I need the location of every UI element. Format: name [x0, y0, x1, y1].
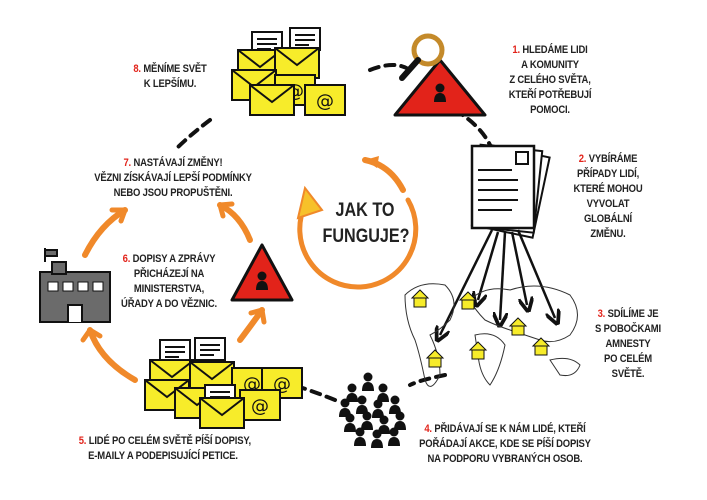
step-line-text: SVĚTĚ.: [611, 368, 645, 380]
step-line-text: VYBÍRÁME: [588, 153, 638, 165]
step-text-line: 2. VYBÍRÁME: [567, 152, 650, 167]
step-line-text: ÚŘADY A DO VĚZNIC.: [121, 298, 217, 310]
step-text-line: KTEŘÍ POTŘEBUJÍ: [498, 88, 601, 103]
step-text-line: 5. LIDÉ PO CELÉM SVĚTĚ PÍŠÍ DOPISY,: [78, 434, 251, 449]
step-text-line: GLOBÁLNÍ: [567, 212, 650, 227]
step-line-text: K LEPŠÍMU.: [143, 78, 197, 90]
step-text-line: 4. PŘIDÁVAJÍ SE K NÁM LIDÉ, KTEŘÍ: [419, 422, 591, 437]
step-line-text: POŘÁDAJÍ AKCE, KDE SE PÍŠÍ DOPISY: [419, 438, 591, 450]
step-line-text: MINISTERSTVA,: [133, 283, 205, 295]
step-5-text: 5. LIDÉ PO CELÉM SVĚTĚ PÍŠÍ DOPISY,E-MAI…: [78, 434, 251, 464]
step-line-text: PŘICHÁZEJÍ NA: [133, 268, 205, 280]
people-crowd-icon: [339, 372, 406, 448]
center-title-line: JAK TO: [335, 200, 395, 221]
amnesty-branch-houses: [411, 289, 550, 368]
step-text-line: ÚŘADY A DO VĚZNIC.: [114, 297, 224, 312]
step-line-text: KTERÉ MOHOU: [573, 183, 643, 195]
step-line-text: DOPISY A ZPRÁVY: [132, 253, 216, 265]
step-text-line: NEBO JSOU PROPUŠTĚNI.: [89, 186, 258, 201]
step-text-line: 8. MĚNÍME SVĚT: [118, 62, 221, 77]
step-text-line: 6. DOPISY A ZPRÁVY: [114, 252, 224, 267]
step-line-text: E-MAILY A PODEPISUJÍCÍ PETICE.: [88, 450, 238, 462]
case-documents-icon: [470, 143, 551, 239]
step-line-text: NA PODPORU VYBRANÝCH OSOB.: [427, 453, 583, 465]
envelopes-icon-top: [231, 27, 346, 116]
orange-flow-arrows: [80, 197, 419, 383]
step-text-line: E-MAILY A PODEPISUJÍCÍ PETICE.: [79, 449, 248, 464]
step-text-line: PO CELÉM: [587, 352, 670, 367]
government-building-icon: [39, 248, 111, 323]
step-line-text: MĚNÍME SVĚT: [143, 63, 207, 75]
step-number: 4.: [424, 423, 432, 435]
step-text-line: K LEPŠÍMU.: [118, 77, 221, 92]
step-text-line: A KOMUNITY: [498, 58, 601, 73]
center-title-line: FUNGUJE?: [322, 226, 410, 247]
step-line-text: POMOCI.: [530, 104, 570, 116]
center-title: JAK TO FUNGUJE?: [322, 198, 410, 250]
step-number: 8.: [133, 63, 141, 75]
step-text-line: NA PODPORU VYBRANÝCH OSOB.: [419, 452, 591, 467]
step-line-text: SDÍLÍME JE: [607, 308, 659, 320]
step-line-text: VYVOLAT: [586, 198, 630, 210]
step-text-line: AMNESTY: [587, 337, 670, 352]
step-text-line: PŘICHÁZEJÍ NA: [114, 267, 224, 282]
warning-person-icon: [230, 243, 294, 302]
letters-emails-icon-bottom: [144, 337, 303, 429]
world-map-icon: [404, 283, 581, 387]
step-line-text: HLEDÁME LIDI: [522, 44, 588, 56]
step-line-text: LIDÉ PO CELÉM SVĚTĚ PÍŠÍ DOPISY,: [88, 435, 251, 447]
step-number: 5.: [78, 435, 87, 447]
step-text-line: POMOCI.: [498, 103, 601, 118]
step-number: 6.: [122, 253, 131, 265]
step-text-line: S POBOČKAMI: [587, 322, 670, 337]
step-text-line: MINISTERSTVA,: [114, 282, 224, 297]
distribution-arrows: [440, 229, 555, 335]
center-cycle-arrow-icon: [296, 156, 406, 220]
step-line-text: GLOBÁLNÍ: [583, 213, 633, 225]
step-line-text: AMNESTY: [605, 338, 651, 350]
step-number: 3.: [597, 308, 606, 320]
step-number: 2.: [578, 153, 587, 165]
step-text-line: VĚZNI ZÍSKÁVAJÍ LEPŠÍ PODMÍNKY: [89, 171, 258, 186]
magnifier-warning-icon: [393, 33, 487, 117]
step-line-text: ZMĚNU.: [590, 228, 626, 240]
step-line-text: VĚZNI ZÍSKÁVAJÍ LEPŠÍ PODMÍNKY: [94, 172, 252, 184]
step-text-line: PŘÍPADY LIDÍ,: [567, 167, 650, 182]
step-line-text: Z CELÉHO SVĚTA,: [509, 74, 591, 86]
step-number: 1.: [512, 44, 520, 56]
step-text-line: 7. NASTÁVAJÍ ZMĚNY!: [89, 156, 258, 171]
step-text-line: SVĚTĚ.: [587, 367, 670, 382]
step-line-text: NASTÁVAJÍ ZMĚNY!: [133, 157, 223, 169]
step-line-text: A KOMUNITY: [521, 59, 579, 71]
step-line-text: PŘIDÁVAJÍ SE K NÁM LIDÉ, KTEŘÍ: [434, 423, 586, 435]
step-line-text: S POBOČKAMI: [595, 323, 661, 335]
step-text-line: POŘÁDAJÍ AKCE, KDE SE PÍŠÍ DOPISY: [419, 437, 591, 452]
step-text-line: Z CELÉHO SVĚTA,: [498, 73, 601, 88]
step-text-line: VYVOLAT: [567, 197, 650, 212]
step-line-text: PO CELÉM: [603, 353, 653, 365]
step-text-line: 1. HLEDÁME LIDI: [498, 43, 601, 58]
step-number: 7.: [123, 157, 132, 169]
step-text-line: KTERÉ MOHOU: [567, 182, 650, 197]
step-line-text: PŘÍPADY LIDÍ,: [576, 168, 640, 180]
step-text-line: 3. SDÍLÍME JE: [587, 307, 670, 322]
step-7-text: 7. NASTÁVAJÍ ZMĚNY!VĚZNI ZÍSKÁVAJÍ LEPŠÍ…: [89, 156, 258, 201]
step-line-text: KTEŘÍ POTŘEBUJÍ: [508, 89, 592, 101]
step-line-text: NEBO JSOU PROPUŠTĚNI.: [113, 187, 233, 199]
step-text-line: ZMĚNU.: [567, 227, 650, 242]
